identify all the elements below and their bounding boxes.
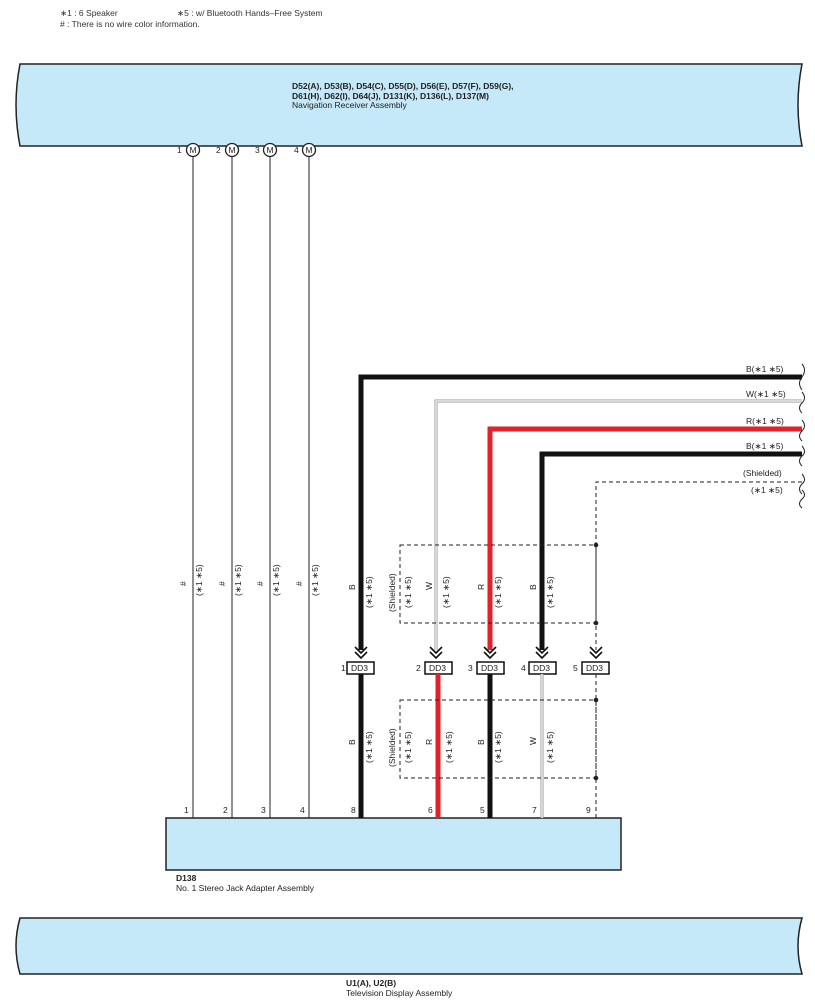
- right-label-shielded: (Shielded): [743, 468, 782, 478]
- jack-adapter-label: D138 No. 1 Stereo Jack Adapter Assembly: [176, 873, 314, 893]
- svg-text:R: R: [476, 584, 486, 590]
- dd3-connector-5: 5 DD3: [573, 646, 610, 675]
- nav-pin-1: 1 M: [177, 142, 201, 158]
- wire-b-2-upper: [539, 451, 802, 650]
- wire-label-nav-4-color: #: [294, 581, 304, 586]
- right-label-w: W(∗1 ∗5): [746, 389, 786, 399]
- svg-text:B: B: [476, 739, 486, 745]
- svg-text:(∗1 ∗5): (∗1 ∗5): [441, 576, 451, 608]
- svg-text:(∗1 ∗5): (∗1 ∗5): [403, 576, 413, 608]
- svg-text:M: M: [190, 145, 197, 155]
- svg-text:5: 5: [573, 663, 578, 673]
- nav-receiver-block: [15, 63, 803, 147]
- svg-text:1: 1: [184, 805, 189, 815]
- nav-receiver-name: Navigation Receiver Assembly: [292, 100, 407, 110]
- tv-display-label: U1(A), U2(B) Television Display Assembly: [346, 978, 453, 998]
- svg-text:(∗1 ∗5): (∗1 ∗5): [545, 576, 555, 608]
- svg-text:(∗1 ∗5): (∗1 ∗5): [545, 731, 555, 763]
- svg-text:W: W: [424, 582, 434, 590]
- wire-shield-upper: [595, 481, 802, 650]
- upper-wire-labels: B (∗1 ∗5) (Shielded) (∗1 ∗5) W (∗1 ∗5) R…: [347, 573, 555, 612]
- nav-receiver-codes-2: D61(H), D62(I), D64(J), D131(K), D136(L)…: [292, 90, 489, 101]
- svg-text:DD3: DD3: [533, 663, 550, 673]
- wire-b-1-upper: [358, 374, 802, 650]
- tv-display-block: [15, 917, 803, 975]
- wire-label-nav-2-cond: (∗1 ∗5): [233, 564, 243, 596]
- dd3-connector-2: 2 DD3: [416, 646, 453, 675]
- lower-wire-labels: B (∗1 ∗5) (Shielded) (∗1 ∗5) R (∗1 ∗5) B…: [347, 728, 555, 767]
- nav-pin-4: 4 M: [294, 142, 317, 158]
- svg-text:DD3: DD3: [586, 663, 603, 673]
- svg-text:(∗1 ∗5): (∗1 ∗5): [364, 731, 374, 763]
- svg-text:DD3: DD3: [351, 663, 368, 673]
- svg-text:(∗1 ∗5): (∗1 ∗5): [444, 731, 454, 763]
- svg-text:(Shielded): (Shielded): [387, 728, 397, 767]
- svg-text:(∗1 ∗5): (∗1 ∗5): [493, 576, 503, 608]
- svg-text:DD3: DD3: [481, 663, 498, 673]
- nav-receiver-codes-1: D52(A), D53(B), D54(C), D55(D), D56(E), …: [292, 81, 514, 91]
- wire-label-nav-4-cond: (∗1 ∗5): [310, 564, 320, 596]
- nav-pin-3: 3 M: [255, 142, 278, 158]
- svg-text:B: B: [528, 584, 538, 590]
- wire-label-nav-3-cond: (∗1 ∗5): [271, 564, 281, 596]
- right-label-shield-cond: (∗1 ∗5): [751, 485, 783, 495]
- right-break-marks: [799, 363, 805, 509]
- svg-text:(∗1 ∗5): (∗1 ∗5): [493, 731, 503, 763]
- svg-text:8: 8: [351, 805, 356, 815]
- svg-text:7: 7: [532, 805, 537, 815]
- upper-shield-box: [399, 544, 597, 624]
- svg-text:1: 1: [177, 145, 182, 155]
- wire-r-upper: [487, 426, 802, 650]
- svg-text:(∗1 ∗5): (∗1 ∗5): [364, 576, 374, 608]
- jack-adapter-block: [165, 817, 622, 871]
- svg-text:2: 2: [223, 805, 228, 815]
- svg-text:6: 6: [428, 805, 433, 815]
- svg-text:W: W: [528, 737, 538, 745]
- lower-shield-box: [399, 699, 597, 779]
- svg-text:B: B: [347, 584, 357, 590]
- svg-text:3: 3: [261, 805, 266, 815]
- svg-text:5: 5: [480, 805, 485, 815]
- tv-display-code: U1(A), U2(B): [346, 978, 397, 988]
- svg-text:3: 3: [255, 145, 260, 155]
- jack-adapter-code: D138: [176, 873, 197, 883]
- svg-text:2: 2: [216, 145, 221, 155]
- right-label-b1: B(∗1 ∗5): [746, 364, 784, 374]
- svg-text:2: 2: [416, 663, 421, 673]
- nav-pin-2: 2 M: [216, 142, 240, 158]
- svg-text:(Shielded): (Shielded): [387, 573, 397, 612]
- svg-text:M: M: [267, 145, 274, 155]
- svg-text:9: 9: [586, 805, 591, 815]
- wire-label-nav-2-color: #: [217, 581, 227, 586]
- wire-label-nav-1-cond: (∗1 ∗5): [194, 564, 204, 596]
- svg-text:1: 1: [341, 663, 346, 673]
- legend-note-3: # : There is no wire color information.: [60, 19, 200, 29]
- svg-text:4: 4: [294, 145, 299, 155]
- svg-text:(∗1 ∗5): (∗1 ∗5): [403, 731, 413, 763]
- svg-text:M: M: [229, 145, 236, 155]
- svg-text:3: 3: [468, 663, 473, 673]
- tv-display-name: Television Display Assembly: [346, 987, 453, 998]
- wire-label-nav-1-color: #: [178, 581, 188, 586]
- legend-note-1: ∗1 : 6 Speaker: [60, 8, 118, 18]
- svg-text:M: M: [306, 145, 313, 155]
- svg-text:B: B: [347, 739, 357, 745]
- wire-label-nav-3-color: #: [255, 581, 265, 586]
- legend-note-2: ∗5 : w/ Bluetooth Hands–Free System: [177, 8, 323, 18]
- svg-text:R: R: [424, 739, 434, 745]
- jack-adapter-name: No. 1 Stereo Jack Adapter Assembly: [176, 882, 314, 893]
- d138-pin-numbers: 1 2 3 4 8 6 5 7 9: [184, 805, 591, 815]
- right-label-b2: B(∗1 ∗5): [746, 441, 784, 451]
- svg-text:4: 4: [300, 805, 305, 815]
- dd3-connector-1: 1 DD3: [341, 646, 375, 675]
- right-label-r: R(∗1 ∗5): [746, 416, 784, 426]
- svg-text:DD3: DD3: [429, 663, 446, 673]
- dd3-connector-4: 4 DD3: [521, 646, 557, 675]
- nav-receiver-label: D52(A), D53(B), D54(C), D55(D), D56(E), …: [292, 81, 514, 111]
- dd3-connector-3: 3 DD3: [468, 646, 505, 675]
- svg-text:4: 4: [521, 663, 526, 673]
